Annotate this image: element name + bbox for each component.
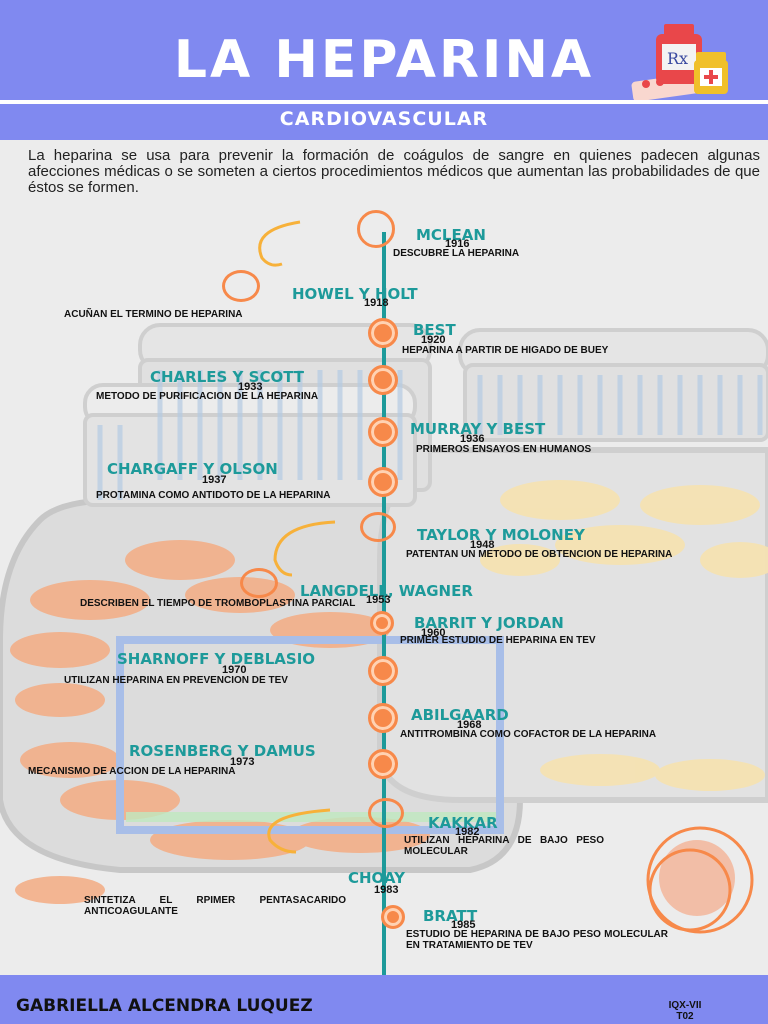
timeline-name: KAKKAR bbox=[428, 814, 498, 832]
page-title: LA HEPARINA bbox=[173, 30, 595, 90]
timeline-name: MCLEAN bbox=[416, 226, 486, 244]
timeline-name: BRATT bbox=[423, 907, 478, 925]
footer-banner bbox=[0, 975, 768, 1024]
timeline-year: 1948 bbox=[470, 539, 495, 551]
page-subtitle: CARDIOVASCULAR bbox=[279, 108, 489, 130]
timeline-name: LANGDELL, WAGNER bbox=[300, 582, 473, 600]
header-divider bbox=[0, 100, 768, 104]
timeline-year: 1937 bbox=[202, 474, 227, 486]
timeline-description: MECANISMO DE ACCION DE LA HEPARINA bbox=[28, 766, 236, 777]
timeline-name: ABILGAARD bbox=[411, 706, 509, 724]
timeline-description: METODO DE PURIFICACION DE LA HEPARINA bbox=[96, 391, 319, 402]
timeline-marker bbox=[368, 703, 398, 733]
timeline-name: SHARNOFF Y DEBLASIO bbox=[117, 650, 316, 668]
timeline-marker bbox=[368, 467, 398, 497]
timeline-name: BARRIT Y JORDAN bbox=[414, 614, 564, 632]
timeline-name: CHARGAFF Y OLSON bbox=[107, 460, 278, 478]
timeline-year: 1985 bbox=[451, 919, 476, 931]
course-code-line2: T02 bbox=[676, 1011, 694, 1022]
timeline-name: HOWEL Y HOLT bbox=[292, 285, 418, 303]
timeline-year: 1920 bbox=[421, 334, 446, 346]
timeline-year: 1953 bbox=[366, 594, 391, 606]
timeline-description: SINTETIZA EL RPIMER PENTASACARIDO ANTICO… bbox=[84, 895, 346, 917]
timeline-description: PROTAMINA COMO ANTIDOTO DE LA HEPARINA bbox=[96, 490, 331, 501]
timeline-marker bbox=[222, 270, 260, 302]
timeline-name: TAYLOR Y MOLONEY bbox=[417, 526, 585, 544]
intro-paragraph: La heparina se usa para prevenir la form… bbox=[28, 147, 760, 196]
timeline-description: ESTUDIO DE HEPARINA DE BAJO PESO MOLECUL… bbox=[406, 929, 668, 951]
timeline-marker bbox=[381, 905, 405, 929]
header-banner bbox=[0, 0, 768, 140]
timeline-marker bbox=[240, 568, 278, 598]
timeline-marker bbox=[368, 318, 398, 348]
timeline-description: PRIMEROS ENSAYOS EN HUMANOS bbox=[416, 444, 592, 455]
timeline-name: BEST bbox=[413, 321, 456, 339]
timeline-year: 1982 bbox=[455, 826, 480, 838]
timeline-marker bbox=[368, 656, 398, 686]
medicine-bottle-and-pills-icon: Rx bbox=[631, 24, 728, 100]
timeline-year: 1968 bbox=[457, 719, 482, 731]
timeline-description: ANTITROMBINA COMO COFACTOR DE LA HEPARIN… bbox=[400, 729, 657, 740]
timeline-year: 1970 bbox=[222, 664, 247, 676]
timeline-year: 1916 bbox=[445, 238, 470, 250]
timeline-description: DESCRIBEN EL TIEMPO DE TROMBOPLASTINA PA… bbox=[80, 598, 356, 609]
course-code: IQX-VII T02 bbox=[660, 1000, 710, 1022]
timeline-description: PRIMER ESTUDIO DE HEPARINA EN TEV bbox=[400, 635, 596, 646]
timeline-year: 1960 bbox=[421, 627, 446, 639]
timeline-name: CHARLES Y SCOTT bbox=[150, 368, 305, 386]
timeline-axis bbox=[382, 232, 386, 978]
timeline-description: UTILIZAN HEPARINA EN PREVENCION DE TEV bbox=[64, 675, 288, 686]
timeline-name: ROSENBERG Y DAMUS bbox=[129, 742, 316, 760]
author-name: GABRIELLA ALCENDRA LUQUEZ bbox=[16, 996, 313, 1016]
timeline-marker bbox=[368, 365, 398, 395]
course-code-line1: IQX-VII bbox=[668, 1000, 702, 1011]
timeline-description: PATENTAN UN METODO DE OBTENCION DE HEPAR… bbox=[406, 549, 673, 560]
timeline-marker bbox=[357, 210, 395, 248]
timeline-name: MURRAY Y BEST bbox=[410, 420, 546, 438]
timeline-description: ACUÑAN EL TERMINO DE HEPARINA bbox=[64, 309, 243, 320]
timeline-description: UTILIZAN HEPARINA DE BAJO PESO MOLECULAR bbox=[404, 835, 604, 857]
timeline-year: 1933 bbox=[238, 381, 263, 393]
svg-text:Rx: Rx bbox=[667, 49, 688, 68]
timeline-year: 1936 bbox=[460, 433, 485, 445]
timeline-marker bbox=[368, 798, 404, 828]
timeline-name: CHOAY bbox=[348, 869, 405, 887]
timeline-marker bbox=[368, 749, 398, 779]
timeline-year: 1918 bbox=[364, 297, 389, 309]
timeline-year: 1983 bbox=[374, 884, 399, 896]
timeline-description: DESCUBRE LA HEPARINA bbox=[393, 248, 520, 259]
timeline-description: HEPARINA A PARTIR DE HIGADO DE BUEY bbox=[402, 345, 609, 356]
timeline-marker bbox=[368, 417, 398, 447]
timeline-marker bbox=[360, 512, 396, 542]
timeline-year: 1973 bbox=[230, 756, 255, 768]
timeline-marker bbox=[370, 611, 394, 635]
